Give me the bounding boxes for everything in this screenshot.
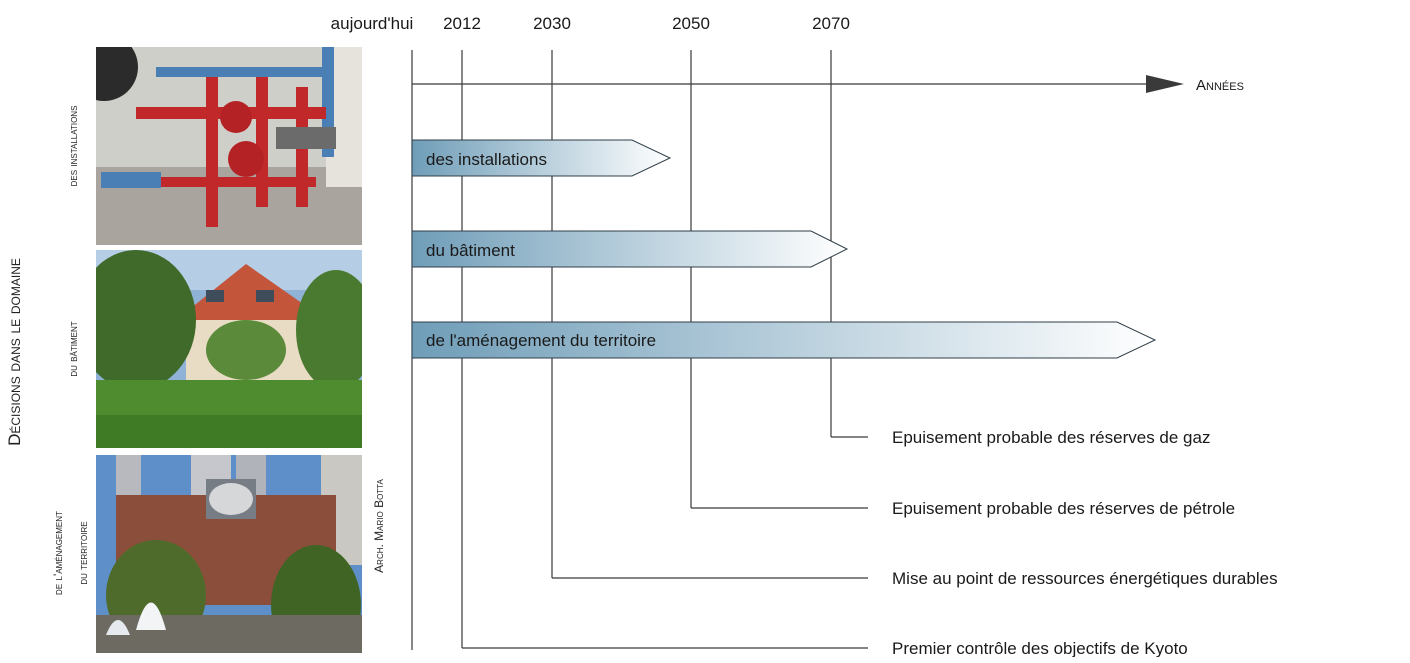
milestone-ressources: Mise au point de ressources énergétiques… [892, 569, 1278, 588]
milestone-gaz: Epuisement probable des réserves de gaz [892, 428, 1210, 447]
arrow-territoire [411, 321, 1157, 359]
milestone-kyoto: Premier contrôle des objectifs de Kyoto [892, 639, 1188, 657]
marker-2050: 2050 [672, 14, 710, 33]
arrow-installations [411, 139, 672, 177]
photo-territoire [96, 455, 362, 653]
marker-2012: 2012 [443, 14, 481, 33]
marker-2030: 2030 [533, 14, 571, 33]
photo-installations [96, 47, 362, 245]
axis-label-annees: Années [1196, 77, 1244, 94]
arrow-territoire-label: de l'aménagement du territoire [426, 331, 656, 350]
arrow-installations-label: des installations [426, 150, 547, 169]
arrow-batiment-label: du bâtiment [426, 241, 515, 260]
milestone-petrole: Epuisement probable des réserves de pétr… [892, 499, 1235, 518]
arrow-batiment [411, 230, 849, 268]
photo-batiment [96, 250, 362, 448]
marker-today: aujourd'hui [331, 14, 414, 33]
marker-2070: 2070 [812, 14, 850, 33]
time-axis-arrowhead [1146, 75, 1184, 93]
